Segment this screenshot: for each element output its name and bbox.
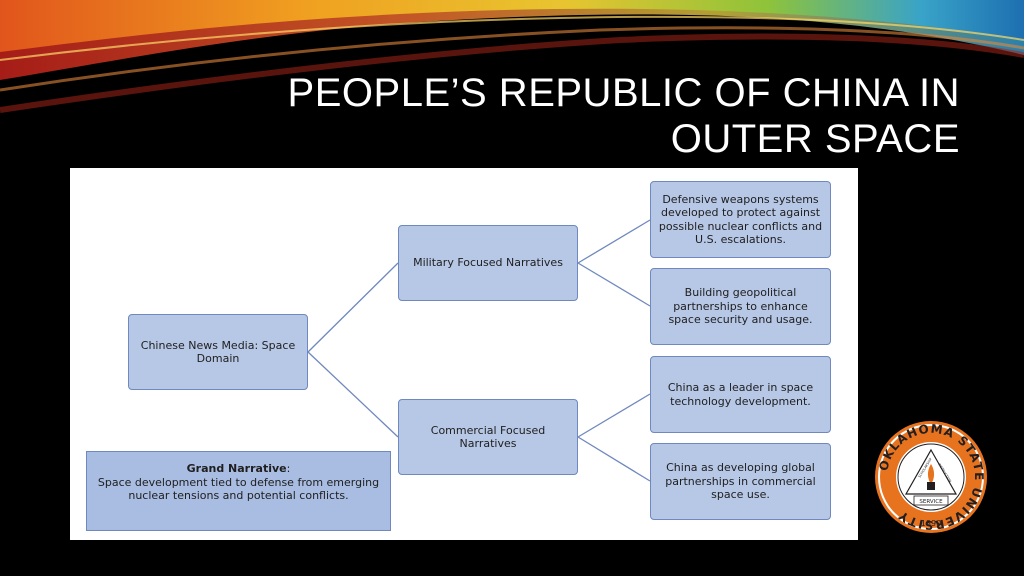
osu-seal-logo: OKLAHOMA STATE UNIVERSITY 1890 SCHOLARSH… [875, 421, 987, 533]
grand-narrative-text: Space development tied to defense from e… [97, 475, 380, 503]
military-child-defensive: Defensive weapons systems developed to p… [650, 181, 831, 258]
slide-title: PEOPLE’S REPUBLIC OF CHINA IN OUTER SPAC… [200, 70, 960, 162]
connector-military-child1 [577, 219, 651, 264]
connector-military-child2 [577, 262, 651, 307]
svg-text:SERVICE: SERVICE [919, 499, 943, 505]
connector-root-commercial [307, 351, 399, 438]
military-child-partnerships: Building geopolitical partnerships to en… [650, 268, 831, 345]
diagram-panel: Chinese News Media: Space Domain Militar… [70, 168, 858, 540]
svg-text:1890: 1890 [921, 519, 941, 528]
military-node: Military Focused Narratives [398, 225, 578, 301]
title-line-2: OUTER SPACE [670, 117, 960, 161]
grand-narrative-label: Grand Narrative [186, 462, 287, 475]
connector-commercial-child1 [577, 393, 651, 438]
title-line-1: PEOPLE’S REPUBLIC OF CHINA IN [287, 71, 960, 115]
commercial-child-leader: China as a leader in space technology de… [650, 356, 831, 433]
root-node: Chinese News Media: Space Domain [128, 314, 308, 390]
commercial-node: Commercial Focused Narratives [398, 399, 578, 475]
commercial-child-global: China as developing global partnerships … [650, 443, 831, 520]
connector-lines [307, 219, 651, 482]
grand-narrative-box: Grand Narrative: Space development tied … [86, 451, 391, 531]
connector-root-military [307, 262, 399, 353]
connector-commercial-child2 [577, 436, 651, 482]
decorative-banner [0, 0, 1024, 113]
